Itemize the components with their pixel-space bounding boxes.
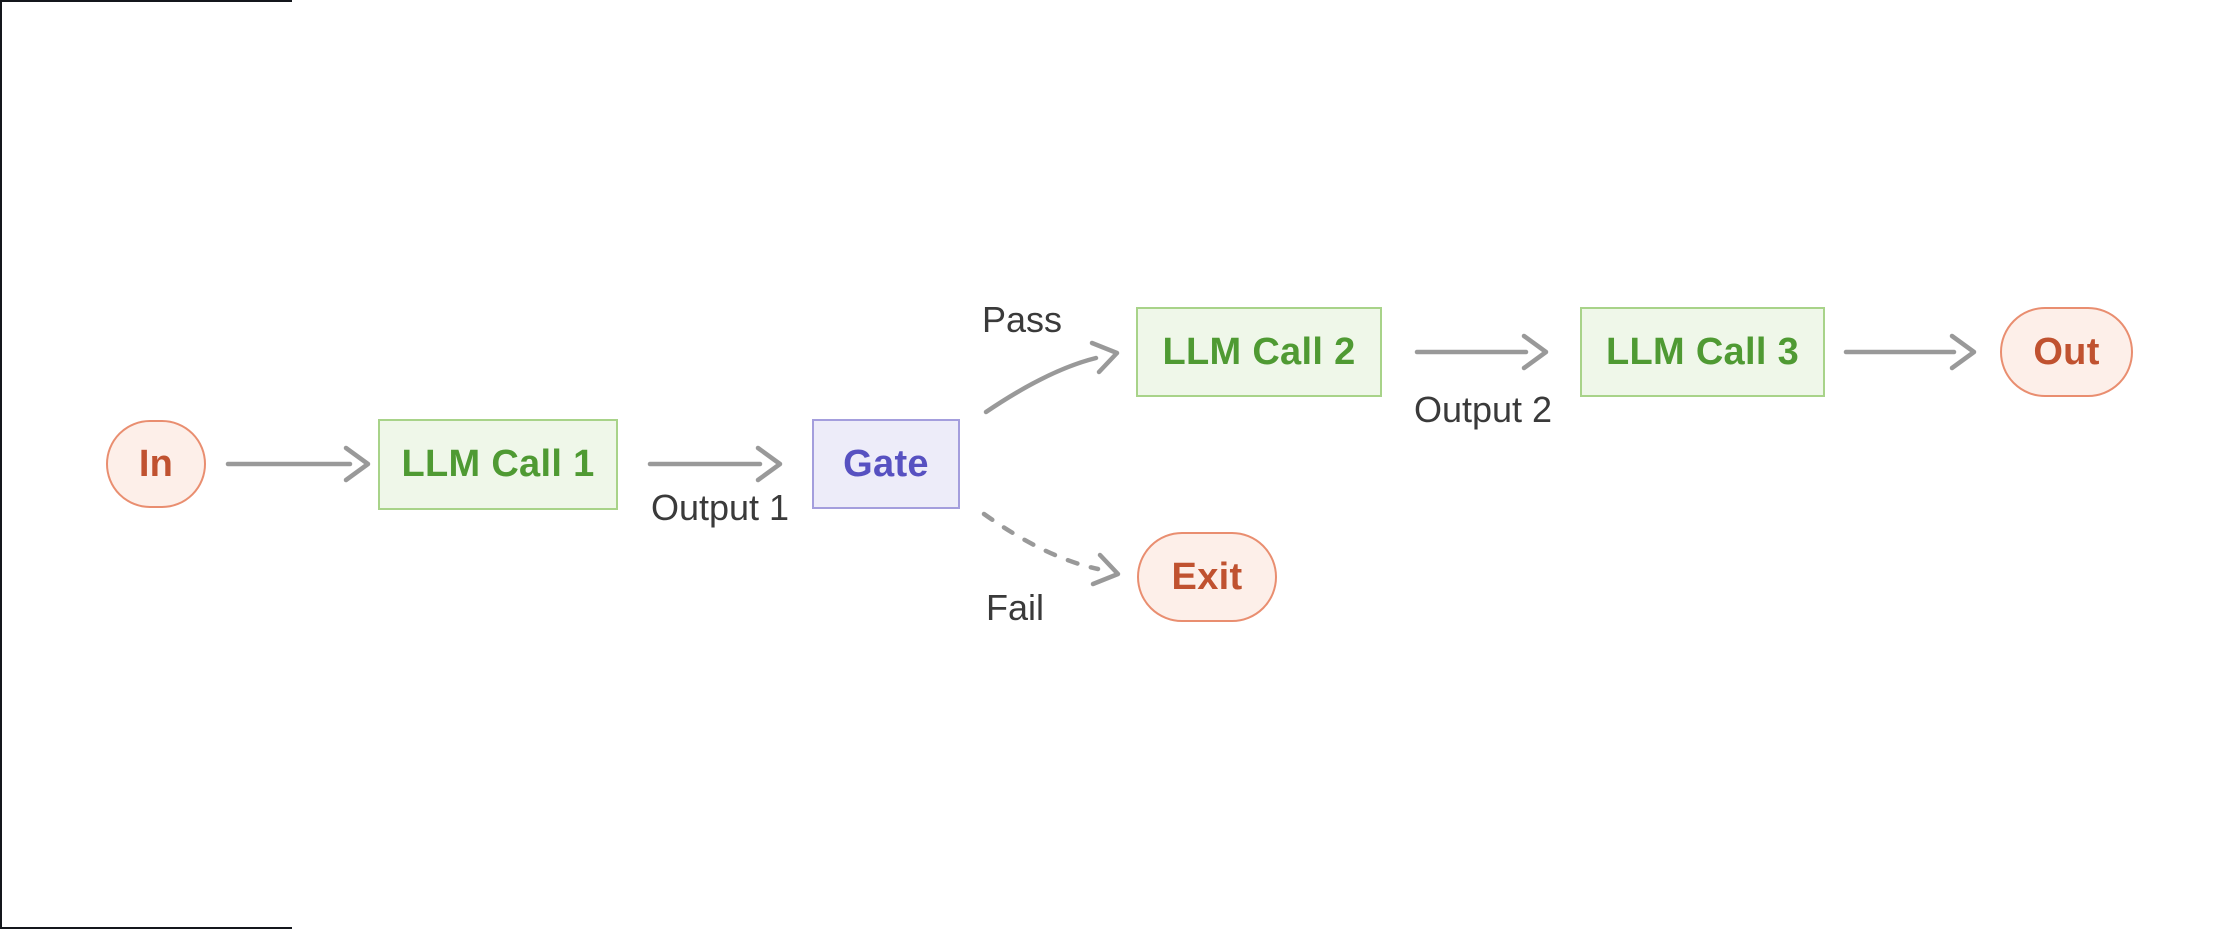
node-llm-call-1: LLM Call 1 — [378, 419, 618, 510]
edge-gate-llm2 — [983, 355, 1099, 415]
node-llm-call-2: LLM Call 2 — [1136, 307, 1382, 397]
arrowhead-llm1-gate — [755, 445, 783, 483]
edge-label-output-2: Output 2 — [1413, 389, 1553, 430]
edge-gate-exit — [981, 511, 1101, 572]
arrowhead-gate-llm2 — [1089, 340, 1120, 375]
node-in: In — [106, 420, 206, 508]
node-gate: Gate — [812, 419, 960, 509]
edge-label-fail: Fail — [985, 587, 1045, 628]
frame-edge-left — [0, 0, 2, 929]
node-out: Out — [2000, 307, 2133, 397]
node-llm-call-3-label: LLM Call 3 — [1605, 330, 1800, 373]
node-llm-call-1-label: LLM Call 1 — [401, 443, 595, 485]
node-gate-label: Gate — [843, 442, 929, 485]
node-llm-call-3: LLM Call 3 — [1580, 307, 1825, 397]
node-exit: Exit — [1137, 532, 1277, 622]
node-out-label: Out — [2033, 330, 2100, 373]
edge-label-output-1: Output 1 — [650, 487, 790, 528]
arrowhead-llm3-out — [1949, 333, 1977, 371]
node-exit-label: Exit — [1171, 555, 1243, 598]
arrowhead-in-llm1 — [343, 445, 371, 483]
node-in-label: In — [138, 442, 174, 485]
frame-edge-bottom — [0, 927, 292, 929]
edge-label-pass: Pass — [981, 299, 1063, 340]
node-llm-call-2-label: LLM Call 2 — [1162, 330, 1356, 373]
arrowhead-gate-exit — [1090, 552, 1121, 587]
frame-edge-top — [0, 0, 292, 2]
arrowhead-llm2-llm3 — [1521, 333, 1549, 371]
